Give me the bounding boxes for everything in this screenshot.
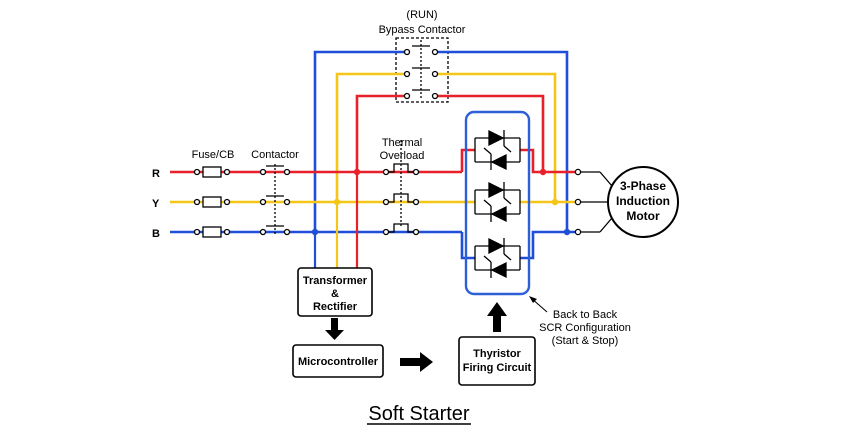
- thyristor-firing-box: [458, 336, 536, 386]
- scr-wire-b: [460, 232, 475, 260]
- scr-note-2: SCR Configuration: [539, 322, 631, 334]
- bypass-contactor-label: Bypass Contactor: [379, 24, 466, 36]
- thyristor-label-1: Thyristor: [473, 348, 521, 360]
- microcontroller-box: [292, 344, 384, 378]
- transformer-label-1: Transformer: [303, 275, 368, 287]
- bypass-wire-y-right: [436, 72, 557, 202]
- scr-note-3: (Start & Stop): [552, 335, 619, 347]
- scr-out-r: [520, 148, 575, 174]
- up-arrow: [487, 302, 507, 332]
- bypass-contactor-box: [395, 37, 449, 103]
- contactor-contacts: [259, 164, 291, 236]
- scr-note-1: Back to Back: [553, 309, 618, 321]
- microcontroller-label: Microcontroller: [298, 356, 379, 368]
- down-arrow: [325, 318, 344, 340]
- bypass-contacts: [403, 40, 439, 100]
- transformer-label-3: Rectifier: [313, 301, 358, 313]
- phase-b-label: B: [152, 228, 160, 240]
- bypass-wire-b-right: [436, 50, 569, 232]
- scr-thyristors: [474, 129, 521, 279]
- thermal-label: Thermal: [382, 137, 422, 149]
- bypass-wire-r-left: [355, 94, 406, 172]
- run-label: (RUN): [406, 9, 437, 21]
- scr-out-b: [520, 230, 575, 260]
- motor-terminals: [574, 168, 613, 236]
- bypass-wire-r-right: [436, 94, 545, 172]
- motor-label-2: Induction: [616, 194, 670, 208]
- right-arrow: [400, 352, 433, 372]
- motor-label-3: Motor: [626, 209, 660, 223]
- transformer-rectifier-box: [297, 267, 373, 317]
- scr-wire-r: [460, 148, 475, 172]
- transformer-label-2: &: [331, 288, 339, 300]
- motor-label-1: 3-Phase: [620, 179, 666, 193]
- contactor-label: Contactor: [251, 149, 299, 161]
- scr-note-pointer-head: [529, 296, 537, 303]
- junction-dots: [311, 168, 571, 236]
- phase-r-label: R: [152, 168, 160, 180]
- bypass-wire-y-left: [335, 72, 406, 202]
- fuses: [193, 166, 231, 238]
- induction-motor: [607, 166, 679, 238]
- overload-label: Overload: [380, 150, 425, 162]
- thermal-overload-elements: [382, 140, 420, 236]
- phase-y-label: Y: [152, 198, 160, 210]
- fuse-cb-label: Fuse/CB: [192, 149, 235, 161]
- scr-block: [464, 110, 531, 296]
- page-title: Soft Starter: [368, 403, 469, 425]
- thyristor-label-2: Firing Circuit: [463, 362, 532, 374]
